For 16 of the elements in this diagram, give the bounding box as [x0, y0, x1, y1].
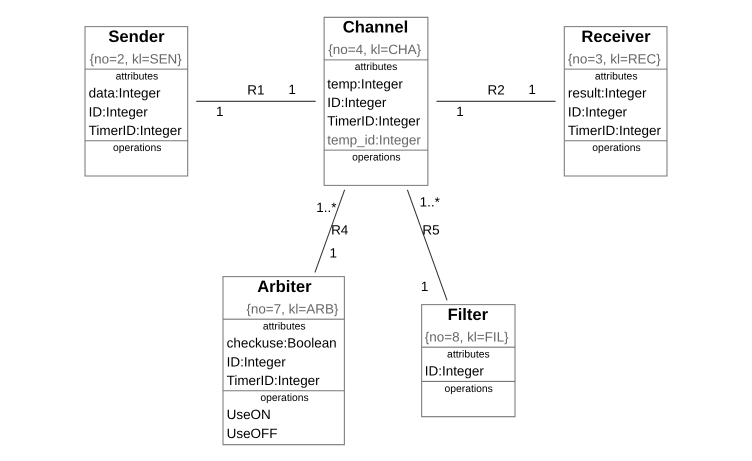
connector — [406, 189, 448, 300]
edge-label: R1 — [247, 82, 265, 97]
label: 1..* — [316, 199, 336, 214]
edge-label: R2 — [487, 82, 505, 97]
label: 1 — [216, 103, 224, 118]
connector — [314, 189, 346, 272]
label: 1 — [528, 81, 536, 96]
label: 1 — [288, 81, 296, 96]
label: 1..* — [420, 194, 440, 209]
edge-label: R4 — [331, 222, 348, 238]
label: 1 — [329, 245, 337, 260]
label: 1 — [456, 103, 464, 118]
connector — [196, 100, 316, 102]
label: 1 — [420, 278, 428, 294]
edge-label: R5 — [422, 222, 440, 238]
connector — [436, 100, 556, 102]
